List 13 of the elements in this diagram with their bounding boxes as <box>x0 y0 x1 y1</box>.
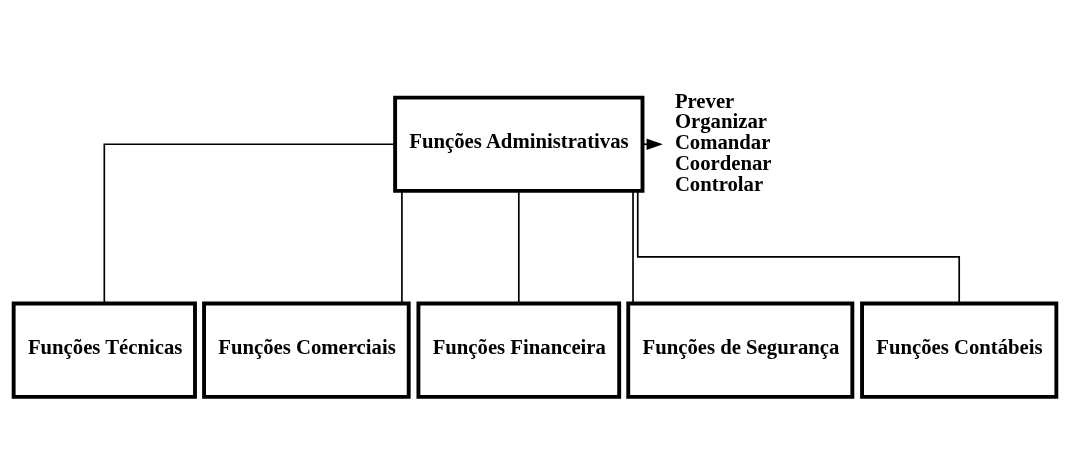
node-text: Prever Organizar Comandar Coordenar Controlar <box>674 89 772 195</box>
node-box: Funções Administrativas <box>393 95 645 193</box>
connector <box>401 190 403 305</box>
connector <box>636 190 961 304</box>
node-box: Funções Comerciais <box>202 301 411 399</box>
arrow <box>641 138 663 150</box>
node-box: Funções Contábeis <box>860 301 1059 399</box>
node-box: Funções de Segurança <box>626 301 855 399</box>
connector <box>103 143 396 305</box>
connector <box>632 190 634 305</box>
connector <box>517 190 520 305</box>
node-box: Funções Técnicas <box>11 301 197 399</box>
node-box: Funções Financeira <box>416 301 622 399</box>
